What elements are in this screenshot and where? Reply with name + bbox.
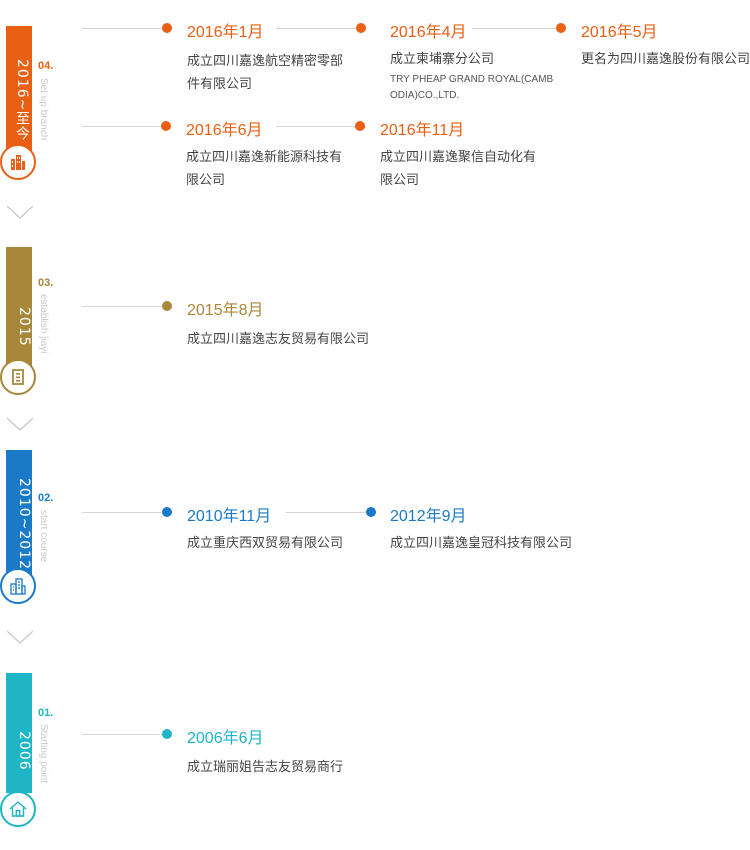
section-02-year: 2010~2012: [16, 478, 32, 570]
timeline-dot: [356, 23, 366, 33]
event-description: 成立瑞丽姐告志友贸易商行: [187, 760, 344, 775]
connector-line: [82, 126, 162, 127]
section-01-year-bar: 2006: [6, 673, 32, 793]
timeline-dot: [162, 301, 172, 311]
event-description: 成立四川嘉逸皇冠科技有限公司: [390, 536, 573, 551]
timeline-dot: [162, 23, 172, 33]
connector-line: [276, 126, 356, 127]
section-02-number: 02.: [38, 492, 54, 504]
section-02-icon-circle: [0, 568, 36, 604]
event-date: 2016年11月: [380, 122, 465, 139]
timeline-dot: [355, 121, 365, 131]
event-date: 2010年11月: [187, 508, 272, 525]
event-description: 成立重庆西双贸易有限公司: [187, 536, 344, 551]
timeline-dot: [162, 729, 172, 739]
section-04-number: 04.: [38, 60, 54, 72]
chevron-down-icon: [6, 417, 34, 431]
timeline-dot: [162, 507, 172, 517]
event-description: 成立四川嘉逸新能源科技有限公司: [186, 150, 343, 188]
event-date: 2016年5月: [581, 24, 658, 41]
event-description: 成立四川嘉逸志友贸易有限公司: [187, 332, 370, 347]
section-04-icon-circle: [0, 144, 36, 180]
connector-line: [82, 512, 162, 513]
section-03-year: 2015: [16, 307, 32, 347]
event-date: 2016年4月: [390, 24, 467, 41]
section-03-number: 03.: [38, 277, 54, 289]
event-description: 成立四川嘉逸聚信自动化有限公司: [380, 150, 537, 188]
section-02-year-bar: 2010~2012: [6, 450, 32, 580]
section-02-english: start course: [38, 510, 49, 563]
section-04-year-bar: 2016~至今: [6, 26, 32, 156]
home-icon: [9, 801, 27, 817]
event-date: 2016年1月: [187, 24, 264, 41]
event-date: 2015年8月: [187, 302, 264, 319]
connector-line: [286, 512, 366, 513]
section-01-english: Starting point: [38, 724, 49, 783]
building-icon: [11, 155, 25, 170]
office-building-icon: [10, 578, 26, 595]
section-04-english: Set up branch: [38, 78, 49, 141]
chevron-down-icon: [6, 630, 34, 644]
timeline-dot: [161, 121, 171, 131]
section-01-number: 01.: [38, 707, 54, 719]
connector-line: [276, 28, 356, 29]
event-date: 2006年6月: [187, 730, 264, 747]
section-01-icon-circle: [0, 791, 36, 827]
connector-line: [472, 28, 556, 29]
document-icon: [12, 369, 24, 385]
event-description: 成立柬埔寨分公司: [390, 52, 495, 67]
section-03-english: establish jiayi: [38, 294, 49, 354]
section-03-icon-circle: [0, 359, 36, 395]
connector-line: [82, 28, 162, 29]
connector-line: [82, 306, 162, 307]
timeline-dot: [366, 507, 376, 517]
section-04-year: 2016~至今: [14, 58, 30, 142]
event-date: 2016年6月: [186, 122, 263, 139]
event-date: 2012年9月: [390, 508, 467, 525]
event-description: 更名为四川嘉逸股份有限公司: [581, 52, 750, 67]
chevron-down-icon: [6, 205, 34, 219]
section-01-year: 2006: [16, 731, 32, 771]
timeline-dot: [556, 23, 566, 33]
event-description: 成立四川嘉逸航空精密零部件有限公司: [187, 54, 344, 92]
event-subtitle: TRY PHEAP GRAND ROYAL(CAMBODIA)CO.,LTD.: [390, 74, 554, 101]
section-03-year-bar: 2015: [6, 247, 32, 369]
connector-line: [82, 734, 162, 735]
